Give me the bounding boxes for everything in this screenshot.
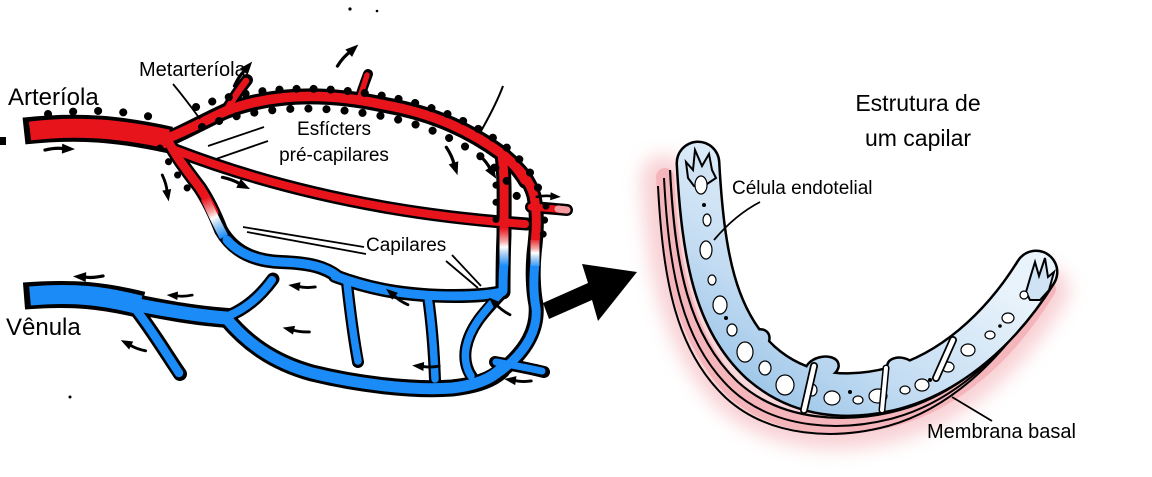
leader-lines-right	[713, 201, 993, 422]
label-esficters-line2: pré-capilares	[279, 145, 389, 166]
leader-line-membrana	[951, 396, 993, 422]
flow-arrow-icon	[502, 373, 534, 389]
metarteriole-vessel	[222, 77, 250, 115]
flow-arrow-icon	[331, 39, 364, 70]
leader-line-esficters	[207, 126, 265, 147]
leader-line-capilares	[451, 254, 482, 287]
label-celula-endotelial: Célula endotelial	[732, 178, 873, 199]
cell-tip-right	[1024, 257, 1056, 301]
venule-vessel	[29, 235, 546, 395]
label-capilares: Capilares	[366, 235, 447, 256]
leader-line-capilares	[242, 226, 365, 248]
precapillary-sphincter-dots	[44, 84, 550, 240]
label-arteriola: Arteríola	[8, 84, 99, 111]
leader-lines-left	[172, 83, 482, 289]
title-estrutura-capilar: Estrutura de um capilar	[836, 86, 1000, 156]
ink-specks	[0, 7, 379, 399]
flow-arrow-icon	[158, 172, 175, 204]
vessel-network	[0, 7, 637, 399]
flow-arrow-icon	[280, 321, 312, 340]
label-venula: Vênula	[6, 314, 81, 341]
label-esficters-line1: Esfícters	[297, 119, 371, 140]
title-line2: um capilar	[864, 125, 972, 151]
label-metarteriola: Metarteríola	[139, 59, 246, 81]
pointer-curve	[480, 85, 504, 132]
title-line1: Estrutura de	[855, 90, 981, 116]
leader-line-metarteriola	[172, 83, 201, 120]
leader-line-capilares	[445, 260, 479, 289]
leader-line-capilares	[246, 231, 367, 255]
capillary-vessel	[222, 235, 342, 281]
leader-line-celula	[713, 201, 761, 241]
flow-arrow-icon	[71, 269, 105, 285]
label-membrana-basal: Membrana basal	[927, 421, 1076, 443]
flow-arrow-icon	[441, 143, 464, 179]
cell-granules	[702, 203, 1002, 394]
flow-arrow-icon	[286, 279, 318, 295]
label-esficters: Esfícters pré-capilares	[256, 117, 412, 169]
cell-junctions	[800, 336, 957, 414]
capillary-cross-section	[641, 140, 1069, 449]
flow-arrow-icon	[164, 289, 194, 303]
flow-arrow-icon	[117, 334, 149, 358]
big-arrow-icon	[543, 264, 637, 321]
leader-line-esficters	[215, 140, 269, 160]
flow-arrow-icon	[43, 141, 77, 156]
arteriovenous-transitions	[200, 196, 540, 266]
cell-vacuoles	[694, 175, 1029, 406]
